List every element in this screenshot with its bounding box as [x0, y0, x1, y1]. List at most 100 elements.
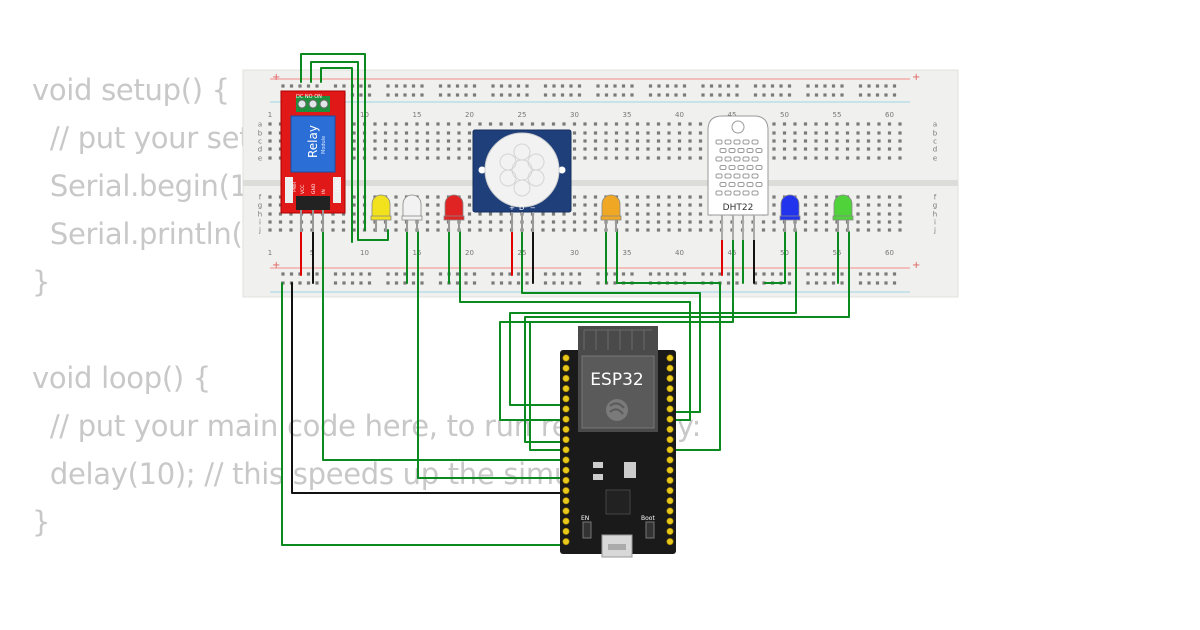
- row-letter: f: [259, 194, 262, 202]
- pir-dome-facets: [499, 143, 545, 197]
- dht-mount-hole: [731, 120, 745, 134]
- row-letter: f: [934, 194, 937, 202]
- esp32-boot-button[interactable]: [645, 521, 655, 539]
- code-line[interactable]: void loop() {: [32, 361, 211, 395]
- wire-pir-data[interactable]: [521, 231, 701, 413]
- column-number: 60: [885, 249, 894, 257]
- led-orange[interactable]: [600, 194, 622, 232]
- column-number: 25: [518, 111, 527, 119]
- leds[interactable]: [370, 194, 854, 232]
- wire-white-led-signal[interactable]: [417, 231, 563, 479]
- led-body: [601, 194, 621, 219]
- wire-dht-data[interactable]: [499, 239, 734, 421]
- relay-screw-3: [319, 99, 329, 109]
- code-line[interactable]: void setup() {: [32, 73, 230, 107]
- column-number: 50: [780, 111, 789, 119]
- relay-pin-label-pwr: PWR: [292, 182, 298, 192]
- row-letter: d: [258, 146, 262, 154]
- wire-relay-in[interactable]: [322, 231, 563, 461]
- dht-label: DHT22: [723, 203, 754, 213]
- esp32-antenna: [583, 329, 652, 350]
- column-number: 35: [623, 111, 632, 119]
- code-line[interactable]: }: [32, 505, 51, 539]
- dht22-sensor[interactable]: DHT22: [707, 115, 769, 240]
- column-number: 15: [413, 111, 422, 119]
- code-line[interactable]: }: [32, 265, 51, 299]
- led-body: [444, 194, 464, 219]
- wire-red-led-signal[interactable]: [459, 231, 691, 421]
- wire-power-esp[interactable]: [281, 282, 563, 546]
- relay-label: Relay: [306, 125, 320, 158]
- esp32-usb-chip: [605, 489, 631, 515]
- led-body: [402, 194, 422, 219]
- row-letter: b: [258, 130, 263, 138]
- esp32-board[interactable]: ESP32 EN Boot: [560, 326, 676, 558]
- led-yellow[interactable]: [370, 194, 392, 232]
- esp32-label: ESP32: [590, 370, 643, 390]
- pir-dome: [484, 132, 560, 208]
- esp32-usb-port-inner: [608, 544, 626, 550]
- wire-gnd-esp[interactable]: [291, 282, 563, 494]
- led-rim: [401, 215, 423, 221]
- column-number: 55: [833, 111, 842, 119]
- rail-plus-label-bottom: +: [272, 260, 280, 271]
- wire-blue-led[interactable]: [764, 231, 786, 284]
- column-number: 35: [623, 249, 632, 257]
- row-letter: h: [258, 211, 262, 219]
- relay-sublabel: Module: [321, 136, 327, 154]
- relay-pin-label-led1: LED1: [335, 180, 341, 192]
- led-green[interactable]: [832, 194, 854, 232]
- row-letter: i: [259, 219, 261, 227]
- led-rim: [832, 215, 854, 221]
- row-letter: g: [933, 202, 937, 210]
- rail-plus-label-bottom-right: +: [912, 260, 920, 271]
- row-letter: h: [933, 211, 937, 219]
- wire-relay-top-a[interactable]: [300, 53, 366, 231]
- relay-led-pwr: [285, 177, 293, 203]
- column-number: 60: [885, 111, 894, 119]
- esp32-en-button[interactable]: [582, 521, 592, 539]
- led-red[interactable]: [443, 194, 465, 232]
- esp32-smd-1: [593, 462, 603, 468]
- pir-mount-hole-right: [558, 166, 566, 174]
- row-letter: j: [933, 227, 936, 235]
- wires[interactable]: [281, 53, 850, 546]
- column-number: 40: [675, 249, 684, 257]
- column-number: 10: [360, 249, 369, 257]
- relay-module[interactable]: DC NO ON Relay Module PWR VCC GND IN LED…: [280, 90, 346, 232]
- breadboard[interactable]: + + + + 11551010151520202525303035354040…: [242, 69, 959, 298]
- relay-pins-top-label: DC NO ON: [296, 94, 322, 100]
- column-number: 20: [465, 111, 474, 119]
- esp32-en-label: EN: [581, 515, 589, 522]
- led-blue[interactable]: [779, 194, 801, 232]
- rail-plus-label: +: [272, 72, 280, 83]
- wire-blue-led-signal[interactable]: [509, 231, 797, 406]
- led-body: [780, 194, 800, 219]
- row-letter: a: [258, 121, 262, 129]
- wire-relay-top-b[interactable]: [310, 61, 389, 241]
- relay-cube: [290, 115, 336, 173]
- wire-green-led-signal[interactable]: [524, 231, 850, 443]
- led-white[interactable]: [401, 194, 423, 232]
- row-letter: e: [258, 155, 262, 163]
- row-letter: i: [934, 219, 936, 227]
- column-number: 1: [268, 249, 272, 257]
- wire-relay-top-c[interactable]: [320, 67, 353, 243]
- row-letter: e: [933, 155, 937, 163]
- row-letter: a: [933, 121, 937, 129]
- column-number: 20: [465, 249, 474, 257]
- esp32-smd-2: [593, 474, 603, 480]
- pir-sensor[interactable]: + D −: [472, 129, 572, 232]
- pir-pin-plus: +: [509, 204, 515, 212]
- espressif-logo-mark: [609, 402, 625, 415]
- relay-pin-label-in: IN: [321, 189, 327, 194]
- led-rim: [443, 215, 465, 221]
- dht-vent-grid: [715, 139, 763, 196]
- column-number: 30: [570, 111, 579, 119]
- esp32-boot-label: Boot: [641, 515, 655, 522]
- led-body: [833, 194, 853, 219]
- breadboard-center-channel: [243, 180, 958, 186]
- led-rim: [600, 215, 622, 221]
